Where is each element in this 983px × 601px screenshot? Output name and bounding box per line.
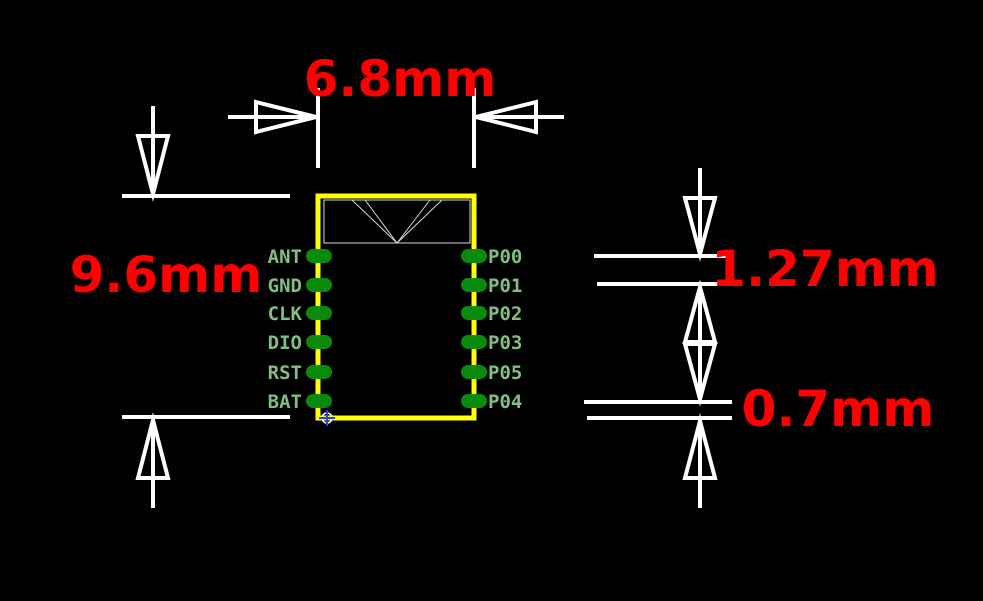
height-dimension-label: 9.6mm bbox=[70, 246, 263, 304]
left-pad-5 bbox=[306, 365, 332, 379]
left-pad-1 bbox=[306, 249, 332, 263]
left-pad-4 bbox=[306, 335, 332, 349]
width-arrow-head-right bbox=[475, 99, 538, 135]
right-pin-label-5: P05 bbox=[488, 362, 522, 384]
right-pin-label-3: P02 bbox=[488, 303, 522, 325]
right-pad-1 bbox=[461, 249, 487, 263]
left-pin-label-2: GND bbox=[268, 275, 302, 297]
right-pad-6 bbox=[461, 394, 487, 408]
right-pin-label-1: P00 bbox=[488, 246, 522, 268]
pitch-arrow-head-top bbox=[682, 196, 718, 262]
pitch-dimension-label: 1.27mm bbox=[711, 240, 939, 298]
height-dimension bbox=[122, 106, 290, 508]
left-pin-group: ANT GND CLK DIO RST BAT bbox=[268, 246, 332, 413]
pitch-dimension bbox=[594, 168, 732, 407]
left-pin-label-3: CLK bbox=[268, 303, 303, 325]
right-pad-5 bbox=[461, 365, 487, 379]
left-pin-label-4: DIO bbox=[268, 332, 302, 354]
antenna-keepout bbox=[323, 199, 471, 244]
antenna-keepout-cross-c bbox=[396, 199, 431, 244]
left-pad-3 bbox=[306, 306, 332, 320]
left-pin-label-5: RST bbox=[268, 362, 302, 384]
width-arrow-head-left bbox=[254, 99, 317, 135]
height-arrow-head-top bbox=[135, 134, 171, 202]
height-arrow-head-bottom bbox=[135, 412, 171, 480]
right-pad-4 bbox=[461, 335, 487, 349]
pad-arrow-head-middle-down bbox=[682, 342, 718, 407]
width-dimension-label: 6.8mm bbox=[304, 50, 497, 108]
right-pin-label-4: P03 bbox=[488, 332, 522, 354]
right-pin-label-2: P01 bbox=[488, 275, 522, 297]
left-pin-label-1: ANT bbox=[268, 246, 302, 268]
pad-dimension bbox=[584, 400, 732, 508]
pad-arrow-head-bottom bbox=[682, 413, 718, 480]
antenna-keepout-cross-b bbox=[364, 199, 398, 244]
crosshair-origin-icon bbox=[319, 410, 335, 426]
right-pad-2 bbox=[461, 278, 487, 292]
right-pin-label-6: P04 bbox=[488, 391, 522, 413]
left-pin-label-6: BAT bbox=[268, 391, 302, 413]
left-pad-2 bbox=[306, 278, 332, 292]
right-pad-3 bbox=[461, 306, 487, 320]
pad-dimension-label: 0.7mm bbox=[742, 380, 935, 438]
left-pad-6 bbox=[306, 394, 332, 408]
width-dimension bbox=[228, 88, 564, 168]
